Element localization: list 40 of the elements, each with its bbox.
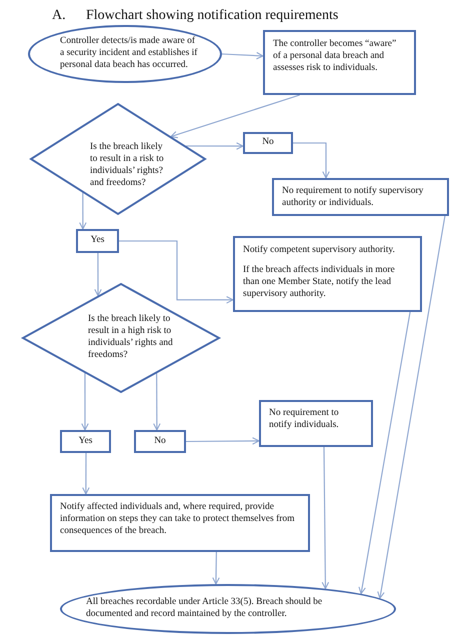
section-letter: A.	[52, 8, 66, 24]
arrow	[153, 373, 161, 431]
node-text: No	[262, 137, 274, 149]
diagram-title: Flowchart showing notification requirements	[86, 8, 338, 24]
arrow	[186, 437, 260, 445]
process-box	[272, 178, 449, 216]
process-box	[60, 430, 111, 453]
arrow	[170, 94, 300, 138]
node-text: Is the breach likely to result in a high risk to individuals’ rights and freedoms?	[88, 314, 174, 362]
arrow	[358, 312, 411, 594]
node-text: Yes	[90, 235, 104, 247]
arrow	[81, 372, 89, 431]
node-text: Notify affected individuals and, where required, provide information on steps they can take to protect themselves from consequences of the breach.	[60, 502, 296, 538]
arrow	[186, 142, 244, 150]
arrow	[293, 142, 330, 179]
process-box	[50, 494, 310, 552]
arrow	[322, 447, 330, 590]
node-text: No requirement to notify individuals.	[269, 408, 340, 432]
process-box	[134, 430, 186, 453]
node-text: Notify competent supervisory authority.	[243, 245, 396, 257]
node-text: The controller becomes “aware” of a personal data breach and assesses risk to individuals.	[273, 39, 398, 75]
process-box	[263, 30, 416, 95]
arrow	[212, 552, 220, 585]
process-box	[76, 229, 119, 253]
arrow	[119, 240, 234, 304]
arrow	[94, 253, 102, 296]
arrow	[222, 52, 264, 60]
process-box	[233, 236, 422, 312]
process-box	[243, 132, 293, 154]
arrow	[79, 192, 87, 230]
process-box	[259, 400, 373, 447]
arrow	[377, 216, 446, 599]
node-text: Yes	[78, 436, 92, 448]
node-text: If the breach affects individuals in more than one Member State, notify the lead supervisory authority.	[243, 264, 396, 300]
node-text: Controller detects/is made aware of a security incident and establishes if personal data beach has occurred.	[60, 36, 198, 72]
node-text: Is the breach likely to result in a risk to individuals’ rights? and freedoms?	[90, 142, 165, 190]
node-text: No	[154, 436, 166, 448]
node-text: All breaches recordable under Article 33(5). Breach should be documented and record maintained by the controller.	[86, 597, 324, 621]
node-text: No requirement to notify supervisory authority or individuals.	[282, 186, 424, 210]
arrow	[82, 453, 90, 495]
